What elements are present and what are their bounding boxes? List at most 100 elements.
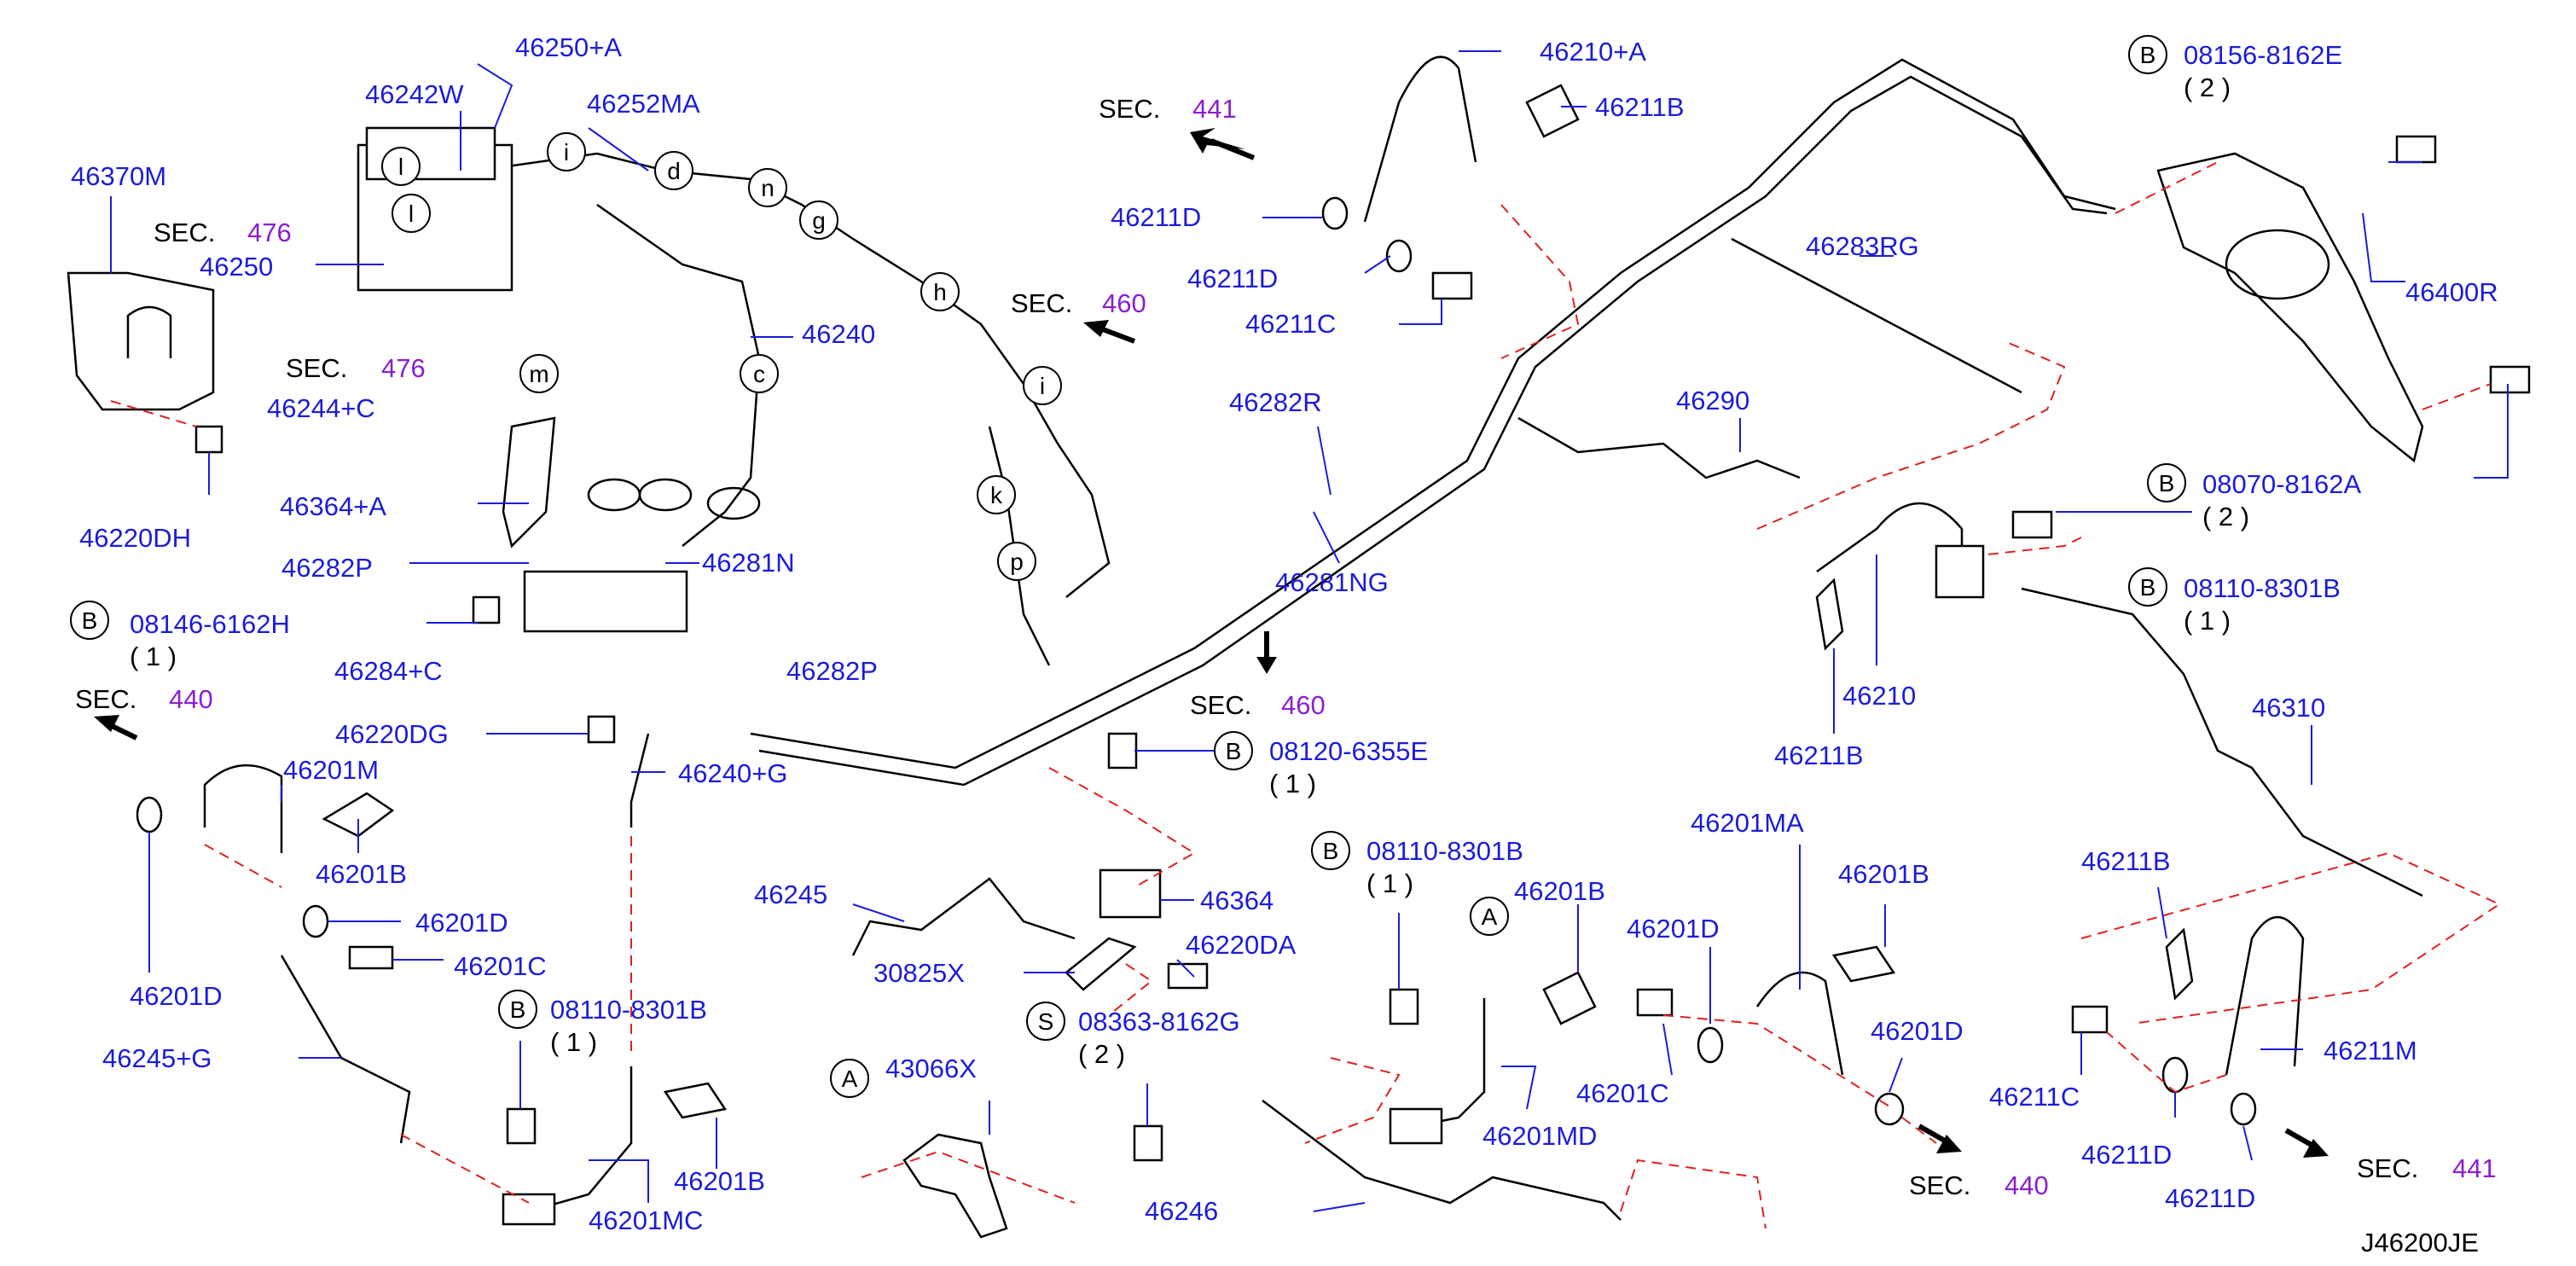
dash-18	[1901, 1117, 1937, 1144]
circle-i-2	[1023, 366, 1062, 405]
label-46364: 46364	[1200, 886, 1273, 915]
qty-08363: ( 2 )	[1078, 1039, 1125, 1069]
spring-coil-1	[587, 478, 641, 512]
label-46201b-b: 46201B	[674, 1166, 765, 1196]
bolt-46220dh	[194, 425, 223, 454]
bolt-08146	[472, 595, 501, 624]
qty-08070: ( 2 )	[2202, 502, 2249, 531]
label-46242w: 46242W	[365, 79, 464, 109]
label-08110-c: 08110-8301B	[2184, 573, 2341, 603]
dash-15	[2422, 383, 2492, 410]
circle-b-5	[2128, 35, 2167, 74]
leader-46281ng	[1313, 511, 1340, 564]
arrow-head-440a	[94, 715, 119, 732]
spring-coil-2	[638, 478, 693, 512]
label-46201c-a: 46201C	[454, 951, 547, 981]
dash-13	[2080, 851, 2502, 1025]
sec-num-4: 476	[381, 353, 426, 383]
circle-b-3-text: B	[1226, 738, 1242, 764]
dash-2	[204, 844, 282, 888]
circle-d-text: d	[667, 158, 681, 184]
qty-08110-c: ( 1 )	[2184, 606, 2231, 636]
washer-46211d-d	[2230, 1092, 2257, 1126]
sec-num-8: 441	[2452, 1153, 2497, 1183]
circle-g	[799, 200, 838, 240]
dashed-connection-lines	[110, 161, 2502, 1229]
label-46210: 46210	[1842, 681, 1916, 711]
return-spring-46400r	[2225, 229, 2330, 300]
label-46201c-b: 46201C	[1576, 1078, 1669, 1108]
bolt-46220dg	[587, 715, 616, 744]
dash-1	[110, 400, 197, 427]
brake-hose-46201ma	[1755, 971, 1844, 1076]
dash-5	[1048, 767, 1196, 888]
leader-46201c-b	[1662, 1023, 1673, 1076]
block-46364	[1099, 868, 1162, 919]
circle-b-7	[2128, 567, 2167, 607]
brake-hose-46201m	[203, 764, 283, 853]
dash-4	[400, 1134, 530, 1204]
circle-locators: l l i d n g h i c m k p A A B B B B B B …	[70, 35, 2186, 1098]
bolt-08110-b	[1389, 988, 1419, 1025]
label-46211d-c: 46211D	[2081, 1140, 2172, 1170]
arrow-head-460b	[1256, 657, 1277, 674]
clip-46201b-c	[1542, 971, 1597, 1025]
arrow-line-460a	[1099, 326, 1136, 344]
sec-num-1: 441	[1192, 94, 1237, 124]
circle-a-2-text: A	[1482, 903, 1498, 930]
leader-46246	[1313, 1202, 1366, 1212]
leader-46400r	[2362, 212, 2405, 282]
circle-p	[997, 542, 1036, 581]
bolt-46211c-b	[2071, 1005, 2109, 1034]
circle-k	[977, 475, 1016, 514]
qty-08146: ( 1 )	[130, 642, 177, 671]
label-30825x: 30825X	[873, 958, 965, 988]
circle-b-2	[498, 990, 537, 1029]
washer-46201d-b	[302, 904, 329, 938]
circle-a-1	[830, 1059, 869, 1098]
label-08146: 08146-6162H	[130, 609, 290, 639]
circle-b-5-text: B	[2140, 42, 2156, 68]
circle-b-4	[1311, 831, 1350, 870]
sec-word-4: SEC.	[286, 353, 347, 383]
label-08156: 08156-8162E	[2184, 40, 2342, 70]
circle-l-1	[381, 147, 421, 186]
label-46220da: 46220DA	[1186, 930, 1297, 960]
clip-46201b-d	[1831, 945, 1896, 983]
qty-08110-b: ( 1 )	[1366, 868, 1413, 898]
circle-b-2-text: B	[510, 996, 526, 1023]
label-46211b-c: 46211B	[2081, 846, 2171, 876]
bolt-46201c-b	[1636, 988, 1674, 1017]
washer-46201d-a	[136, 796, 163, 833]
dash-11	[1500, 204, 1580, 359]
dash-9	[1662, 1014, 1894, 1110]
circle-b-6	[2147, 463, 2186, 502]
sec-num-5: 440	[169, 684, 213, 714]
bolt-08363	[1133, 1124, 1163, 1162]
label-46211c-b: 46211C	[1989, 1082, 2080, 1112]
label-46245g: 46245+G	[102, 1043, 212, 1073]
bolt-46400r	[2489, 365, 2531, 394]
circle-b-3	[1214, 731, 1253, 770]
label-08110-b: 08110-8301B	[1366, 836, 1523, 866]
label-46201b-c: 46201B	[1514, 876, 1605, 906]
diagram-id: J46200JE	[2361, 1228, 2479, 1257]
label-46250: 46250	[200, 252, 273, 282]
circle-m-text: m	[529, 361, 548, 387]
circle-s-1-text: S	[1038, 1008, 1054, 1035]
label-46211c-a: 46211C	[1245, 309, 1336, 339]
circle-d	[654, 151, 693, 190]
brake-tube-46310	[2021, 587, 2423, 897]
circle-h	[920, 272, 960, 311]
dash-7	[861, 1150, 1076, 1204]
leader-46245	[852, 903, 905, 922]
circle-k-text: k	[990, 482, 1003, 508]
brake-tube-46240	[596, 203, 761, 547]
brake-pedal-46400r	[2156, 152, 2424, 463]
clip-46370m	[126, 305, 172, 358]
leader-46201mc	[589, 1159, 649, 1203]
leader-lines	[110, 50, 2509, 1212]
qty-08156: ( 2 )	[2184, 73, 2231, 102]
circle-m	[519, 354, 559, 393]
clip-46211b-c	[2165, 927, 2194, 1001]
